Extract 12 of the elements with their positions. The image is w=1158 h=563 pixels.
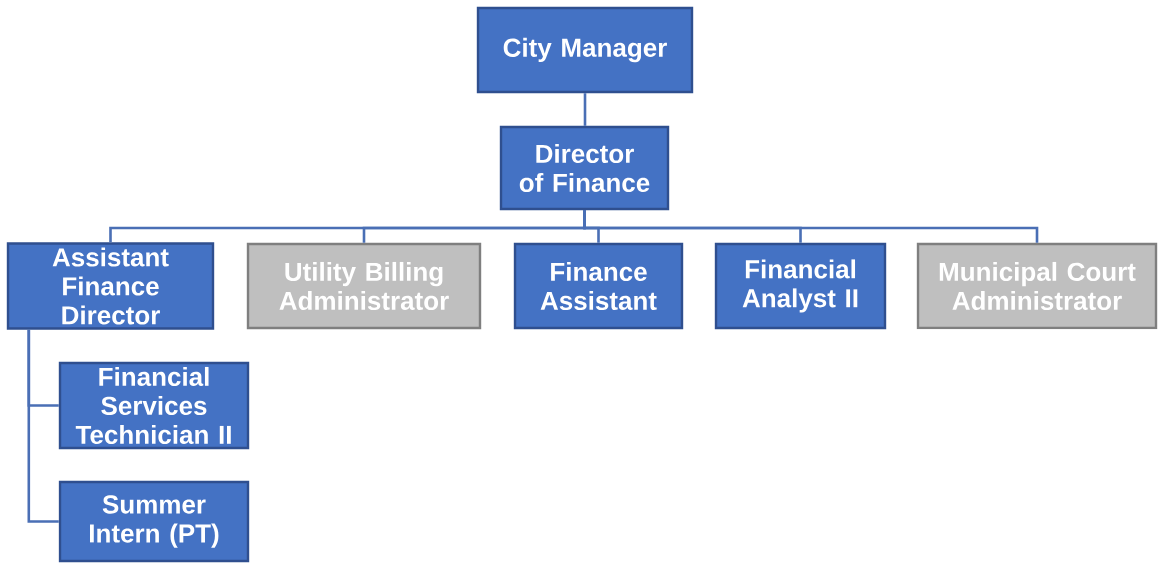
position-box: Financial Services Technician II bbox=[58, 361, 250, 450]
position-box: Summer Intern (PT) bbox=[58, 480, 250, 563]
connector-line bbox=[27, 329, 59, 523]
position-box: Financial Analyst II bbox=[714, 242, 887, 330]
position-box: City Manager bbox=[476, 6, 694, 94]
position-box: Finance Assistant bbox=[513, 242, 684, 330]
position-box: Director of Finance bbox=[499, 125, 670, 211]
position-box: Utility Billing Administrator bbox=[246, 242, 482, 330]
position-box: Municipal Court Administrator bbox=[916, 242, 1158, 330]
connector-line bbox=[583, 210, 1039, 243]
connector-line bbox=[583, 93, 587, 126]
position-box: Assistant Finance Director bbox=[6, 242, 215, 330]
